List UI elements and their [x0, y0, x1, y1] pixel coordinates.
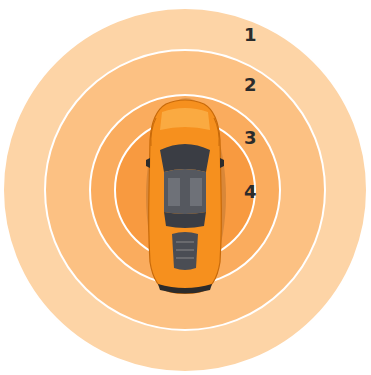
callout-number: 4 — [244, 183, 257, 201]
zone-ring — [45, 50, 325, 330]
callout-number: 3 — [244, 129, 257, 147]
callout-number: 2 — [244, 76, 257, 94]
callout-number: 1 — [244, 26, 257, 44]
car-topview — [146, 98, 226, 294]
zone-ring — [90, 95, 280, 285]
zone-ring — [3, 8, 367, 372]
